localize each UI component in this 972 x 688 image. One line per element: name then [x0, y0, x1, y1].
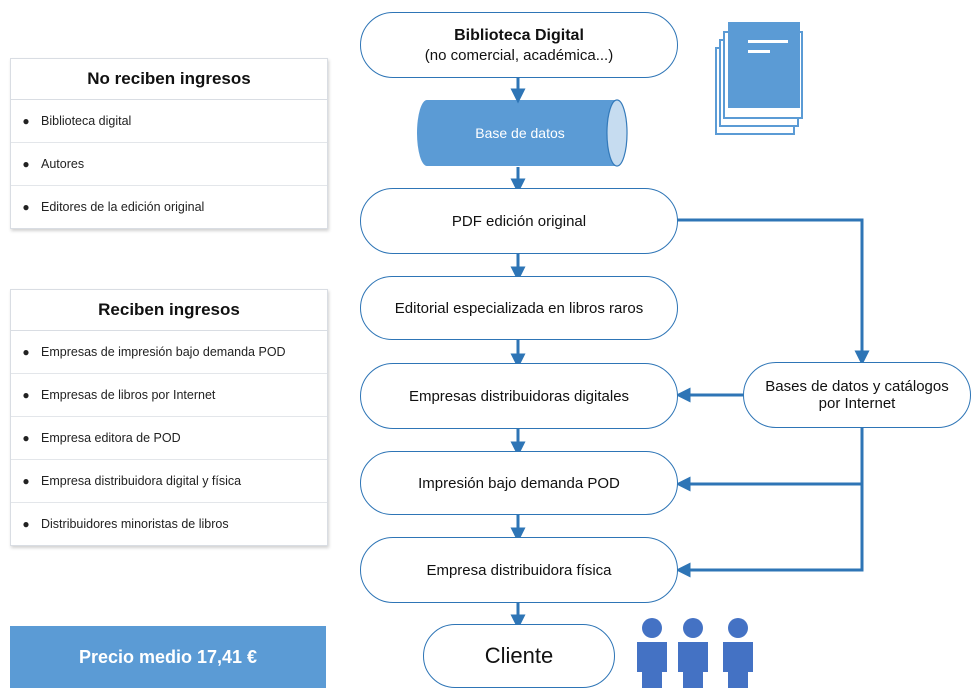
no-income-panel: No reciben ingresos ●Biblioteca digital …	[10, 58, 328, 229]
list-item: ● Distribuidores minoristas de libros	[11, 503, 327, 545]
bullet-icon: ●	[22, 157, 30, 171]
client-node: Cliente	[423, 624, 615, 688]
list-item-label: Empresas de impresión bajo demanda POD	[41, 345, 286, 359]
list-item: ● Empresa editora de POD	[11, 417, 327, 460]
income-panel: Reciben ingresos ● Empresas de impresión …	[10, 289, 328, 546]
database-label: Base de datos	[475, 125, 565, 141]
publisher-node: Editorial especializada en libros raros	[360, 276, 678, 340]
bullet-icon: ●	[22, 345, 30, 359]
bullet-icon: ●	[22, 517, 30, 531]
arrow-internet-physical	[675, 484, 864, 578]
digital-library-subtitle: (no comercial, académica...)	[424, 46, 614, 64]
list-item: ● Autores	[11, 143, 327, 186]
client-label: Cliente	[484, 643, 554, 668]
no-income-title: No reciben ingresos	[11, 59, 327, 100]
list-item-label: Autores	[41, 157, 85, 171]
digital-distributors-label: Empresas distribuidoras digitales	[408, 387, 630, 405]
bullet-icon: ●	[22, 388, 30, 402]
digital-library-title: Biblioteca Digital	[454, 26, 584, 44]
list-item: ● Editores de la edición original	[11, 186, 327, 228]
physical-distributor-label: Empresa distribuidora física	[426, 561, 612, 579]
bullet-icon: ●	[22, 200, 30, 214]
list-item-label: Empresas de libros por Internet	[41, 388, 216, 402]
list-item: ● Empresas de impresión bajo demanda POD	[11, 331, 327, 374]
list-item: ● Empresa distribuidora digital y física	[11, 460, 327, 503]
bullet-icon: ●	[22, 114, 30, 128]
list-item-label: Editores de la edición original	[41, 200, 205, 214]
list-item: ● Biblioteca digital	[11, 100, 327, 143]
pdf-label: PDF edición original	[451, 212, 587, 230]
list-item-label: Distribuidores minoristas de libros	[41, 517, 229, 531]
pod-label: Impresión bajo demanda POD	[418, 474, 620, 492]
list-item: ● Empresas de libros por Internet	[11, 374, 327, 417]
list-item-label: Empresa editora de POD	[41, 431, 181, 445]
internet-databases-node: Bases de datos y catálogos por Internet	[743, 362, 971, 428]
digital-distributors-node: Empresas distribuidoras digitales	[360, 363, 678, 429]
digital-library-node: Biblioteca Digital (no comercial, académ…	[360, 12, 678, 78]
book-stack-icon	[715, 22, 803, 135]
list-item-label: Empresa distribuidora digital y física	[41, 474, 242, 488]
pod-node: Impresión bajo demanda POD	[360, 451, 678, 515]
arrow-internet-pod	[675, 428, 864, 492]
bullet-icon: ●	[22, 431, 30, 445]
list-item-label: Biblioteca digital	[41, 114, 132, 128]
bullet-icon: ●	[22, 474, 30, 488]
publisher-label: Editorial especializada en libros raros	[394, 299, 644, 317]
physical-distributor-node: Empresa distribuidora física	[360, 537, 678, 603]
people-icon	[637, 618, 753, 688]
average-price-box: Precio medio 17,41 €	[10, 626, 326, 688]
database-cylinder	[417, 99, 628, 167]
internet-databases-label: Bases de datos y catálogos por Internet	[765, 378, 949, 412]
pdf-node: PDF edición original	[360, 188, 678, 254]
income-title: Reciben ingresos	[11, 290, 327, 331]
arrow-pdf-internet	[677, 218, 870, 366]
